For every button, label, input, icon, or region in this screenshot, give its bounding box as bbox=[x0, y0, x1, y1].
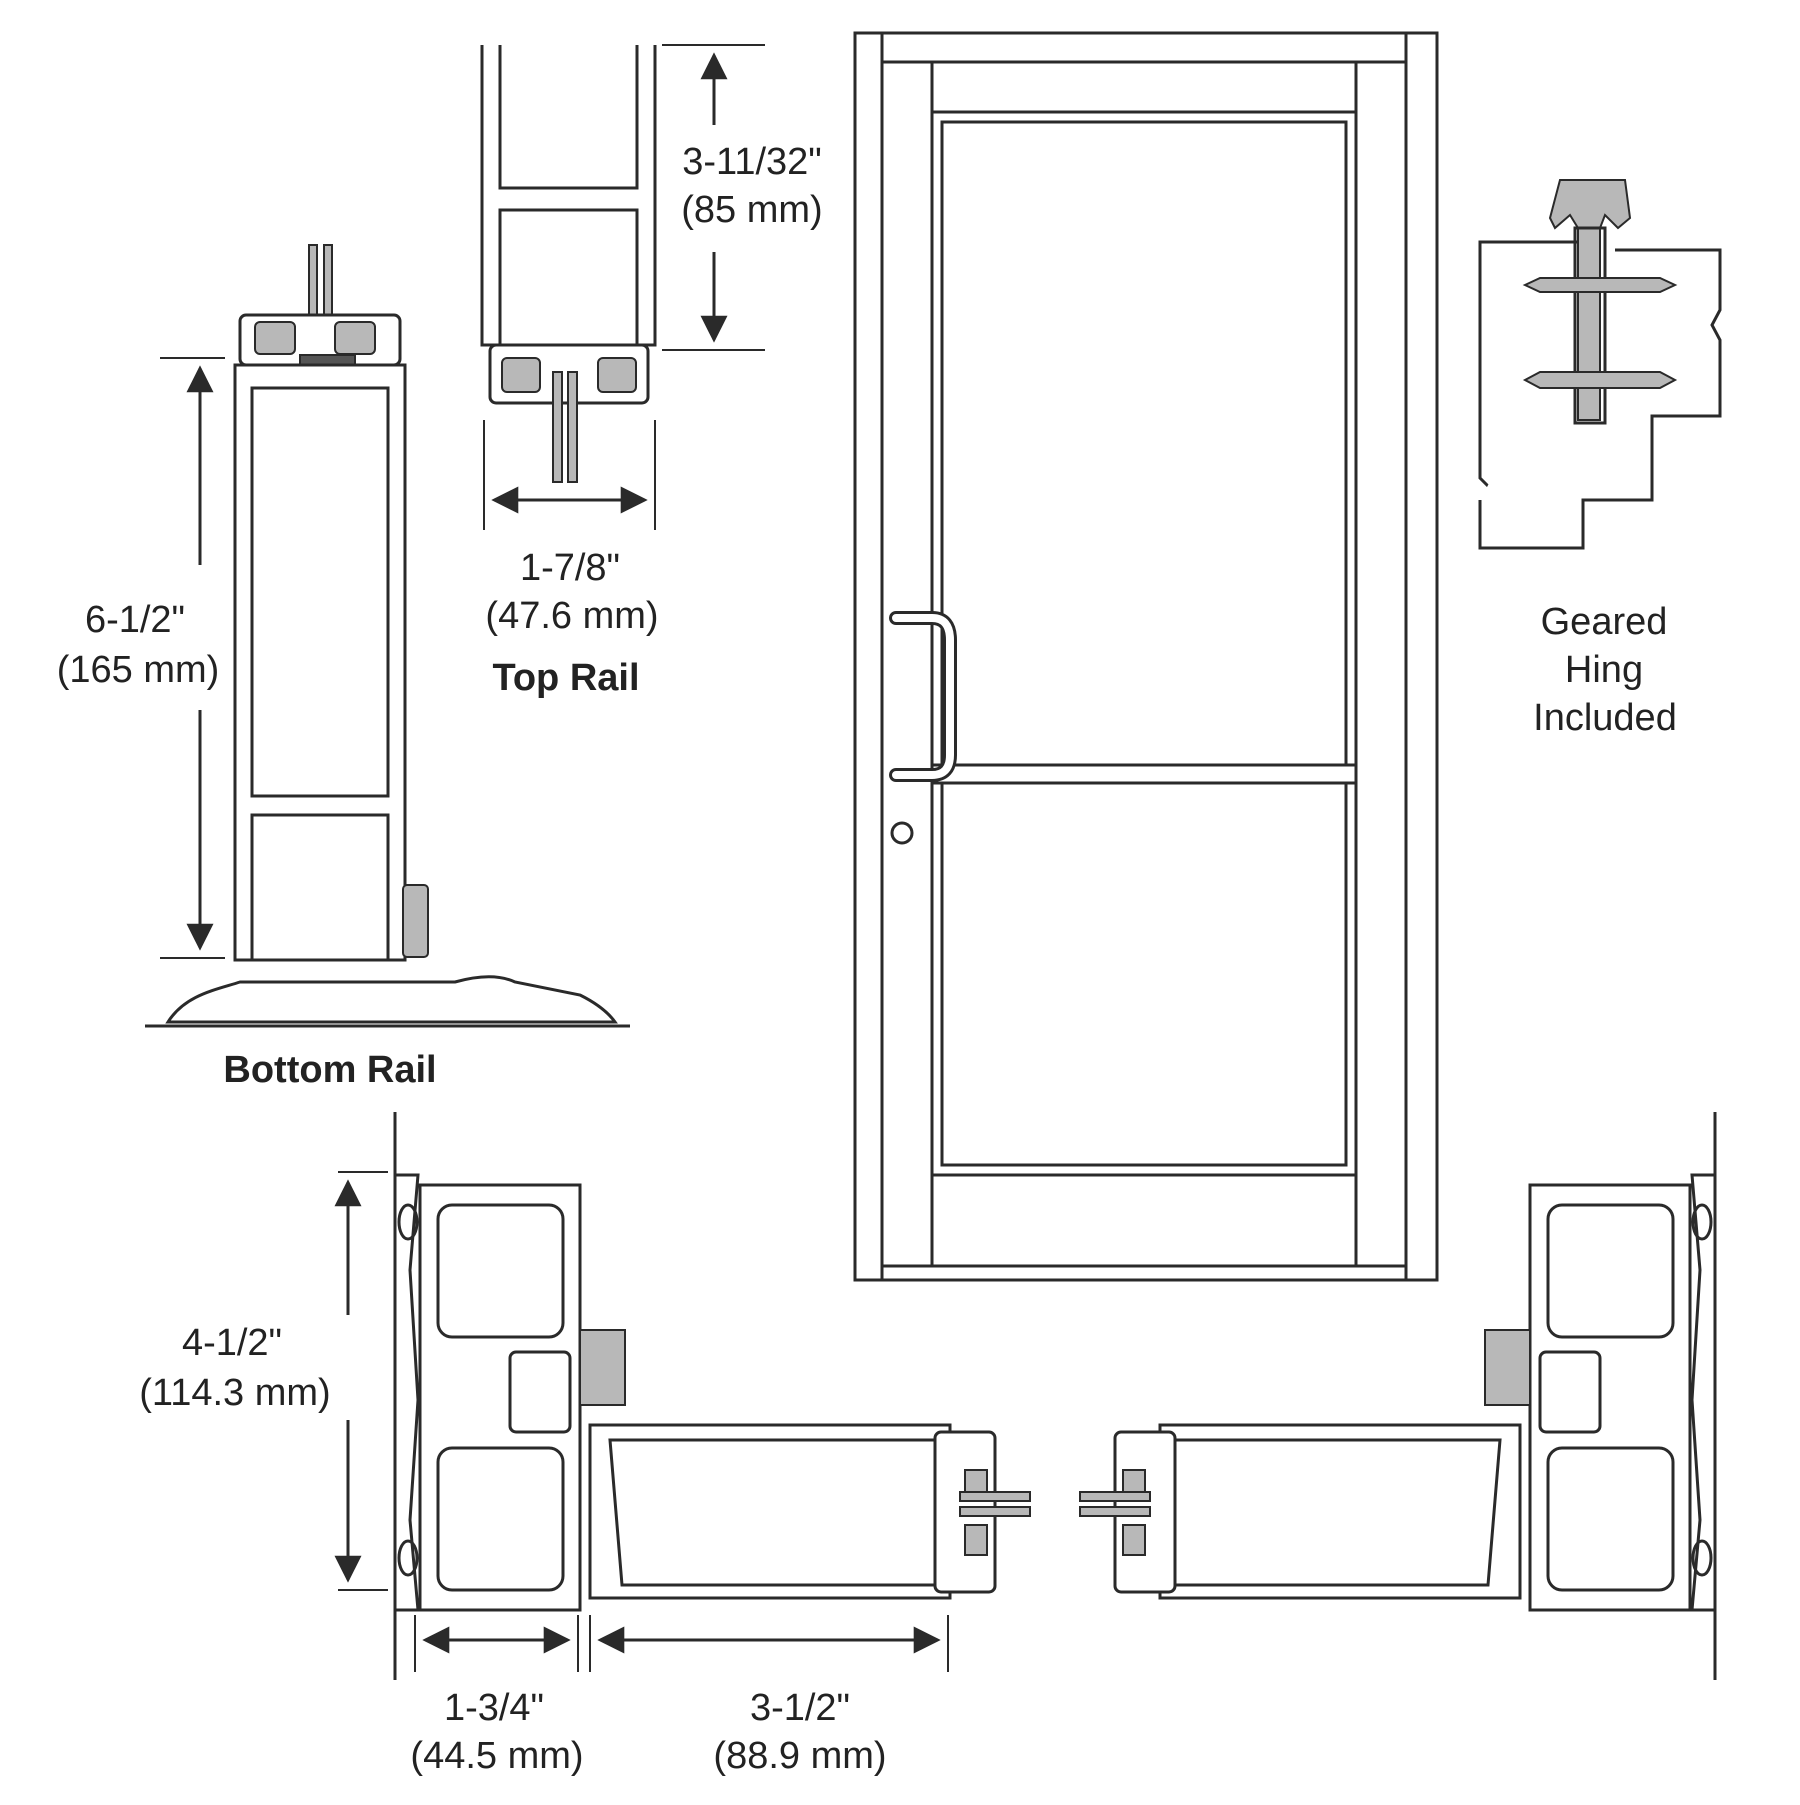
bottom-rail-section: 6-1/2" (165 mm) Bottom Rail bbox=[57, 244, 630, 1091]
door-sweep bbox=[402, 884, 429, 958]
bottom-rail-caption: Bottom Rail bbox=[223, 1049, 436, 1091]
stile-width-mm: (88.9 mm) bbox=[713, 1735, 886, 1777]
top-rail-section: 3-11/32" (85 mm) 1-7/8" (47.6 mm) Top Ra… bbox=[480, 44, 823, 699]
right-shim bbox=[1690, 1173, 1717, 1612]
top-rail-inner-channel bbox=[498, 45, 639, 190]
left-frame-cavity-bottom bbox=[436, 1446, 565, 1592]
right-frame-cavity-top bbox=[1546, 1203, 1675, 1339]
top-rail-width-in: 1-7/8" bbox=[520, 547, 620, 589]
door-leaf bbox=[880, 60, 1408, 1268]
glazing-clip-right bbox=[334, 321, 376, 355]
bottom-rail-height-mm: (165 mm) bbox=[57, 649, 220, 691]
stile-width-in: 3-1/2" bbox=[750, 1687, 850, 1729]
lower-glass-lite bbox=[940, 781, 1348, 1167]
top-rail-glass-pane bbox=[567, 371, 578, 483]
hinge-caption-line3: Included bbox=[1533, 697, 1677, 739]
hinge-caption-line1: Geared bbox=[1541, 601, 1668, 643]
left-glass-pane bbox=[959, 1506, 1031, 1517]
door-mid-rail bbox=[930, 763, 1358, 785]
door-elevation bbox=[853, 31, 1439, 1282]
right-glass bbox=[1079, 1491, 1151, 1502]
plan-height-in: 4-1/2" bbox=[182, 1322, 282, 1364]
right-door-stile bbox=[1158, 1423, 1522, 1600]
left-door-stile bbox=[588, 1423, 952, 1600]
left-frame-jamb bbox=[418, 1183, 582, 1612]
door-pull-handle-highlight bbox=[892, 614, 954, 779]
left-frame-cavity-mid bbox=[508, 1350, 572, 1434]
geared-hinge-detail: Geared Hing Included bbox=[1478, 179, 1722, 739]
plan-section: 4-1/2" (114.3 mm) 1-3/4" (44.5 mm) 3-1/2… bbox=[139, 1112, 1717, 1777]
top-rail-caption: Top Rail bbox=[492, 657, 639, 699]
left-shim-anchor-bottom bbox=[397, 1539, 419, 1577]
top-rail-outline bbox=[480, 45, 657, 347]
top-rail-glass bbox=[552, 371, 563, 483]
right-frame-cavity-mid bbox=[1538, 1350, 1602, 1434]
left-glazing-clip-bottom bbox=[964, 1524, 988, 1556]
bottom-rail-lower-cavity bbox=[250, 813, 390, 962]
hinge-screw-bottom bbox=[1522, 371, 1678, 389]
frame-depth-in: 1-3/4" bbox=[444, 1687, 544, 1729]
right-shim-anchor-bottom bbox=[1691, 1539, 1713, 1577]
hinge-knuckle bbox=[1548, 179, 1632, 421]
plan-height-mm: (114.3 mm) bbox=[139, 1372, 330, 1414]
left-shim bbox=[393, 1173, 420, 1612]
right-glazing-clip-bottom bbox=[1122, 1524, 1146, 1556]
hinge-screw-top bbox=[1522, 277, 1678, 293]
left-frame-stop bbox=[579, 1329, 626, 1406]
right-frame-stop bbox=[1484, 1329, 1531, 1406]
top-rail-cavity bbox=[498, 208, 639, 347]
glazing-clip-left bbox=[254, 321, 296, 355]
lock-cylinder bbox=[890, 821, 914, 845]
bottom-rail-upper-cavity bbox=[250, 386, 390, 798]
right-shim-anchor-top bbox=[1691, 1203, 1713, 1241]
threshold bbox=[165, 975, 618, 1024]
top-glazing-clip-left bbox=[501, 357, 541, 393]
frame-depth-mm: (44.5 mm) bbox=[410, 1735, 583, 1777]
hinge-caption-line2: Hing bbox=[1565, 649, 1643, 691]
hinge-leaf bbox=[1573, 226, 1607, 425]
right-frame-jamb bbox=[1528, 1183, 1692, 1612]
top-rail-width-mm: (47.6 mm) bbox=[485, 595, 658, 637]
left-shim-anchor-top bbox=[397, 1203, 419, 1241]
bottom-rail-height-in: 6-1/2" bbox=[85, 599, 185, 641]
top-rail-height-in: 3-11/32" bbox=[682, 141, 822, 183]
left-glass bbox=[959, 1491, 1031, 1502]
top-rail-height-mm: (85 mm) bbox=[681, 189, 822, 231]
right-glass-pane bbox=[1079, 1506, 1151, 1517]
right-frame-cavity-bottom bbox=[1546, 1446, 1675, 1592]
left-frame-cavity-top bbox=[436, 1203, 565, 1339]
top-glazing-clip-right bbox=[597, 357, 637, 393]
